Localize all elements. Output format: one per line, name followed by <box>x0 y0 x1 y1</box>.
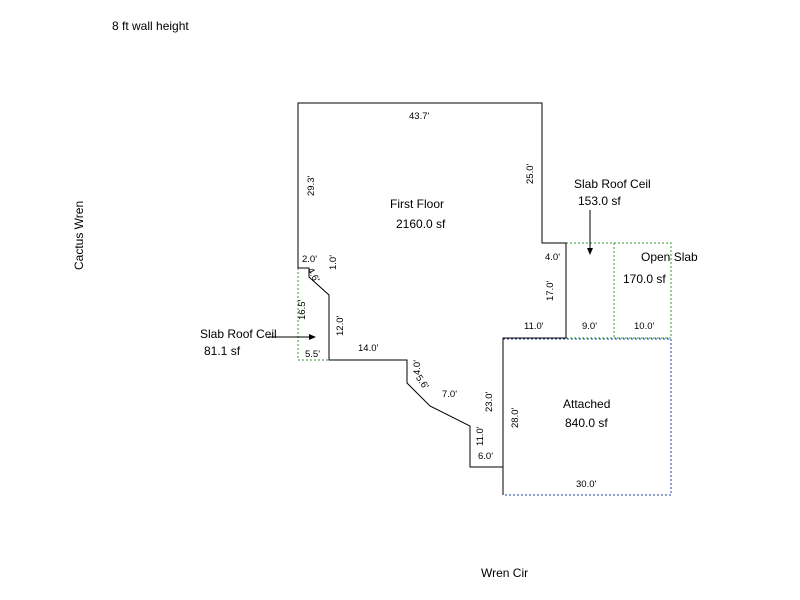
dim-bottom-10: 10.0' <box>634 321 655 332</box>
dim-lower-left: 11.0' <box>475 426 486 446</box>
dim-mid-bottom: 14.0' <box>358 343 379 354</box>
slab-roof-right-size: 153.0 sf <box>578 194 621 208</box>
open-slab-name: Open Slab <box>641 250 698 264</box>
first-floor-outline <box>297 102 567 495</box>
dim-step-bottom: 7.0' <box>442 389 458 400</box>
attached-size: 840.0 sf <box>565 416 608 430</box>
street-label-bottom: Wren Cir <box>481 566 529 580</box>
dim-left-lower: 16.5' <box>297 299 308 320</box>
slab-roof-left-size: 81.1 sf <box>204 344 241 358</box>
dim-notch-top: 2.0' <box>302 254 318 265</box>
dim-bottom-11: 11.0' <box>524 321 544 332</box>
street-label-left: Cactus Wren <box>72 200 86 270</box>
dim-bottom-9: 9.0' <box>582 321 598 332</box>
attached-name: Attached <box>563 397 611 411</box>
dim-attached-left: 28.0' <box>510 407 521 428</box>
dim-right-upper: 25.0' <box>525 163 536 184</box>
dim-left-upper: 29.3' <box>306 175 317 196</box>
open-slab-size: 170.0 sf <box>623 272 666 286</box>
slab-roof-left-outline <box>297 268 329 361</box>
wall-height-note: 8 ft wall height <box>112 19 189 33</box>
first-floor-size: 2160.0 sf <box>396 217 446 231</box>
open-slab-outline <box>566 242 672 339</box>
dim-notch-side: 1.0' <box>328 254 339 270</box>
dim-attached-bottom: 30.0' <box>576 479 597 490</box>
dim-right-mid: 17.0' <box>545 280 556 301</box>
dim-inner-left: 12.0' <box>335 315 346 336</box>
arrow-left-slab <box>268 334 316 340</box>
slab-roof-right-name: Slab Roof Ceil <box>574 177 651 191</box>
first-floor-name: First Floor <box>390 197 444 211</box>
slab-roof-left-name: Slab Roof Ceil <box>200 327 277 341</box>
arrow-right-slab <box>587 210 593 255</box>
dim-lower-bottom: 6.0' <box>478 451 494 462</box>
dim-bottom-left: 5.5' <box>305 349 321 360</box>
dim-ledge: 4.0' <box>545 252 561 263</box>
dim-lower-side: 23.0' <box>484 391 495 412</box>
attached-outline <box>503 338 672 496</box>
dim-top: 43.7' <box>409 111 430 122</box>
